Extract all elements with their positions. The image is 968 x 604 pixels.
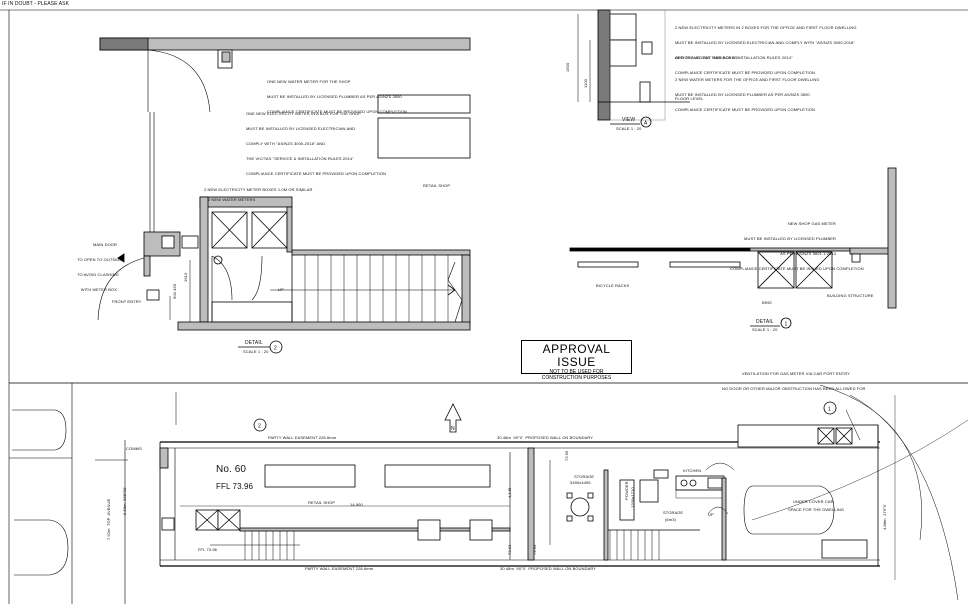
car-space-label: UNDER COVER CAR [793, 499, 834, 504]
stair-up-plan: UP [708, 512, 714, 517]
dim-width: 4,145 [507, 487, 512, 498]
electricity-meter-note: ONE NEW ELECTRICITY METER IN A BOX FOR T… [246, 111, 386, 176]
detail1-title: DETAIL [756, 319, 774, 325]
approval-line-1: NOT TO BE USED FOR [549, 369, 604, 375]
bins-label: BINS [762, 300, 772, 305]
view-a-scale: SCALE 1 : 20 [616, 126, 642, 131]
approval-title: APPROVAL ISSUE [542, 342, 611, 369]
detail2-title: DETAIL [245, 340, 263, 346]
dim-1100: 1100 [583, 78, 588, 88]
street-number: No. 60 [216, 464, 247, 475]
dim-1500: 1500 [565, 62, 570, 72]
level-73-93-a: 73.93 [507, 544, 512, 555]
level-73-95: 73.95 [564, 450, 569, 461]
storage-dim: 3490x4495 [570, 480, 591, 485]
storage2-dim: (6m3) [665, 517, 676, 522]
road-angle-label: 9.63m 268°22' [122, 486, 127, 515]
powder-dim: 1200x1710 [630, 487, 635, 508]
detail-ref-2: 2 [258, 424, 261, 430]
dim-900-450: 900 450 [172, 283, 177, 299]
comms-label: COMMS [126, 446, 142, 451]
storage2-label: STORAGE [663, 510, 684, 515]
dim-length: 14,900 [350, 502, 363, 507]
detail2-number: 2 [274, 346, 277, 352]
approval-stamp: APPROVAL ISSUE NOT TO BE USED FOR CONSTR… [521, 340, 632, 381]
front-entry-label: FRONT ENTRY [112, 299, 142, 304]
main-door-note: MAIN DOOR TO OPEN TO OUTSIDE TO AVOID CL… [77, 242, 123, 292]
level-73-93-b: 73.93 [532, 544, 537, 555]
water-meters-note: 2 NEW WATER METERS [208, 197, 256, 202]
car-space-label-2: SPACE FOR THE DWELLING [788, 507, 845, 512]
detail-ref-1: 1 [828, 407, 831, 413]
ffl-entry: FFL 73.96 [198, 547, 217, 552]
view-a-electricity-note: 2 NEW ELECTRICITY METERS IN 2 BOXES FOR … [675, 25, 857, 75]
north-label: N [451, 426, 455, 432]
detail1-scale: SCALE 1 : 20 [752, 327, 778, 332]
kitchen-label: KITCHEN [683, 468, 702, 473]
right-dim-label: 4.88m 176°0' [882, 504, 887, 530]
retail-shop-plan-label: RETAIL SHOP [308, 500, 336, 505]
approval-line-2: CONSTRUCTION PURPOSES [541, 375, 612, 381]
boundary-top: 30.48m 90°0' PROPOSED WALL ON BOUNDARY [497, 435, 594, 440]
view-a-letter: A [644, 121, 648, 127]
ffl-shop: FFL 73.96 [216, 482, 254, 491]
sheet-note: IF IN DOUBT - PLEASE ASK [2, 1, 70, 7]
building-structure-label: BUILDING STRUCTURE [827, 293, 874, 298]
view-a-title: VIEW [622, 117, 636, 123]
gas-meter-note: NEW SHOP GAS METER MUST BE INSTALLED BY … [730, 221, 864, 271]
detail1-number: 1 [785, 322, 788, 328]
stair-up-label: UP [278, 287, 284, 292]
bicycle-racks-label: BICYCLE RACKS [596, 283, 630, 288]
water-meter-note: ONE NEW WATER METER FOR THE SHOP MUST BE… [267, 79, 407, 114]
easement-bottom: PARTY WALL EASEMENT 228.6mm [305, 566, 374, 571]
storage-label: STORAGE [574, 474, 595, 479]
elec-boxes-note: 2 NEW ELECTRICITY METER BOXES 1.0M OR SI… [204, 187, 313, 192]
detail2-scale: SCALE 1 : 20 [243, 349, 269, 354]
mail-boxes-label: OFFICE AND UNIT MAIL BOXES [675, 55, 738, 60]
view-a-water-note: 2 NEW WATER METERS FOR THE OFFICE AND FI… [675, 77, 820, 112]
boundary-bottom: 30.48m 90°0' PROPOSED WALL ON BOUNDARY [500, 566, 597, 571]
powder-label: POWDER [624, 481, 629, 500]
ventilation-note: VENTILATION FOR GAS METER VIA CAR PORT E… [722, 371, 866, 391]
retail-shop-label: RETAIL SHOP [423, 183, 451, 188]
floor-level-label: FLOOR LEVEL [675, 96, 704, 101]
road-label: 7.92m TOP AVENUE [106, 498, 111, 540]
dim-1610: 1610 [183, 272, 188, 282]
easement-top: PARTY WALL EASEMENT 228.6mm [268, 435, 337, 440]
